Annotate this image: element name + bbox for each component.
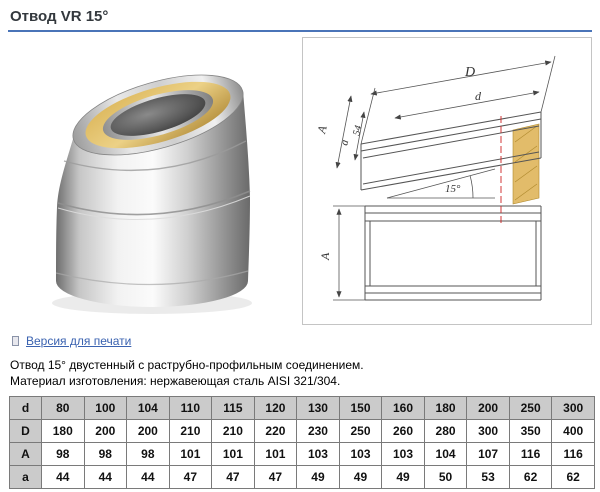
table-cell: 180 (41, 419, 85, 443)
table-cell: 116 (508, 442, 553, 466)
table-cell: 210 (211, 419, 255, 443)
table-cell: 210 (168, 419, 213, 443)
dim-label-d: d (475, 89, 482, 103)
table-cell: 400 (551, 419, 595, 443)
table-cell: 47 (168, 465, 213, 489)
table-cell: 300 (466, 419, 510, 443)
description-line1: Отвод 15° двустенный с раструбно-профиль… (10, 358, 364, 372)
table-cell: 280 (423, 419, 468, 443)
table-header-cell: 130 (296, 396, 340, 420)
table-header-cell: 160 (381, 396, 425, 420)
dim-label-D: D (464, 65, 475, 80)
table-cell: 98 (83, 442, 128, 466)
table-cell: 103 (338, 442, 383, 466)
table-cell: 103 (296, 442, 340, 466)
table-cell: 53 (466, 465, 510, 489)
table-cell: 98 (41, 442, 85, 466)
media-row: D d A a 54 15° A (8, 37, 592, 325)
table-cell: 47 (211, 465, 255, 489)
table-header-cell: d (9, 396, 42, 420)
table-cell: 62 (508, 465, 553, 489)
table-cell: 200 (83, 419, 128, 443)
table-cell: 107 (466, 442, 510, 466)
dim-label-A-lower: A (318, 252, 332, 261)
table-cell: 220 (253, 419, 298, 443)
table-cell: 104 (423, 442, 468, 466)
table-header-cell: 150 (338, 396, 383, 420)
angle-label: 15° (445, 183, 461, 195)
dim-label-a: a (338, 138, 351, 147)
table-cell: 49 (381, 465, 425, 489)
table-cell: 44 (126, 465, 170, 489)
print-version-link[interactable]: Версия для печати (26, 334, 132, 348)
table-cell: 44 (83, 465, 128, 489)
table-header-cell: A (9, 442, 42, 466)
table-cell: 47 (253, 465, 298, 489)
description-line2: Материал изготовления: нержавеющая сталь… (10, 374, 341, 388)
table-cell: 50 (423, 465, 468, 489)
insulation-section (512, 123, 540, 205)
table-header-cell: D (9, 419, 42, 443)
table-cell: 49 (296, 465, 340, 489)
table-cell: 350 (508, 419, 553, 443)
table-header-cell: 120 (253, 396, 298, 420)
table-header-cell: 250 (508, 396, 553, 420)
table-header-cell: a (9, 465, 42, 489)
table-header-cell: 100 (83, 396, 128, 420)
print-icon (12, 336, 19, 346)
table-cell: 49 (338, 465, 383, 489)
print-version-row: Версия для печати (12, 333, 592, 349)
table-cell: 98 (126, 442, 170, 466)
table-cell: 62 (551, 465, 595, 489)
technical-drawing: D d A a 54 15° A (302, 37, 592, 325)
table-header-cell: 110 (168, 396, 213, 420)
dim-label-A-upper: A (314, 124, 330, 136)
table-cell: 101 (168, 442, 213, 466)
description: Отвод 15° двустенный с раструбно-профиль… (10, 357, 592, 389)
table-cell: 101 (253, 442, 298, 466)
product-photo-image (52, 74, 252, 314)
table-cell: 103 (381, 442, 425, 466)
table-header-cell: 80 (41, 396, 85, 420)
table-cell: 230 (296, 419, 340, 443)
product-photo (8, 37, 296, 325)
table-cell: 200 (126, 419, 170, 443)
table-cell: 250 (338, 419, 383, 443)
table-header-cell: 180 (423, 396, 468, 420)
table-cell: 116 (551, 442, 595, 466)
table-header-cell: 300 (551, 396, 595, 420)
title-rule (8, 30, 592, 32)
table-header-cell: 200 (466, 396, 510, 420)
page-title: Отвод VR 15° (10, 8, 109, 25)
table-cell: 260 (381, 419, 425, 443)
table-header-cell: 115 (211, 396, 255, 420)
dim-label-54: 54 (351, 124, 364, 136)
technical-drawing-image: D d A a 54 15° A (314, 55, 556, 301)
table-cell: 101 (211, 442, 255, 466)
table-cell: 44 (41, 465, 85, 489)
table-header-cell: 104 (126, 396, 170, 420)
